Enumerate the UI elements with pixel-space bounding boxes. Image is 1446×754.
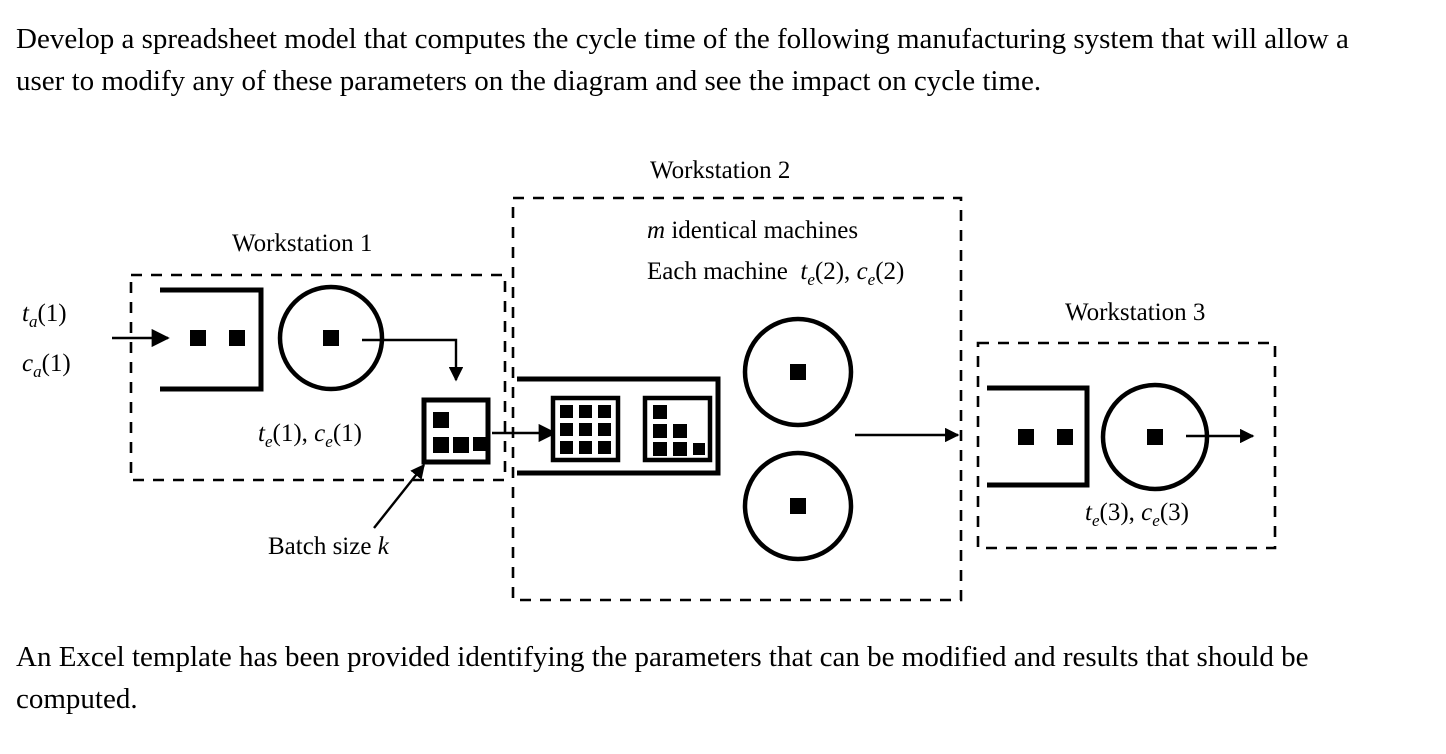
batch-job-square: [579, 405, 592, 418]
batch-job-square: [673, 442, 687, 456]
workstation2-queue-bracket: [517, 376, 721, 476]
batch-job-square: [433, 412, 449, 428]
batch-job-square: [653, 405, 667, 419]
workstation1-process-label: te(1), ce(1): [258, 420, 362, 451]
workstation2-title: Workstation 2: [650, 157, 791, 184]
manufacturing-system-diagram: ta(1) ca(1) Workstation 1 te(1), ce(1) B…: [0, 140, 1446, 620]
arrival-cv-label: ca(1): [22, 350, 71, 381]
machine-job-square: [790, 498, 806, 514]
batch-size-callout-arrow: [373, 463, 425, 529]
batch-job-square: [579, 441, 592, 454]
workstation2-machine-1: [742, 316, 854, 428]
workstation1-machine: [277, 284, 385, 392]
workstation2-process-label: Each machine te(2), ce(2): [647, 258, 905, 289]
workstation1-queue-bracket: [160, 287, 264, 392]
batch-job-square: [433, 437, 449, 453]
batch-job-square: [453, 437, 469, 453]
workstation3-boundary: [976, 341, 1277, 550]
workstation2-boundary: [511, 196, 963, 602]
batch-size-annotation: Batch size k: [268, 533, 389, 560]
diagram-svg: [112, 196, 1277, 602]
workstation3-queue-bracket: [987, 385, 1090, 488]
batch-job-square: [598, 405, 611, 418]
queue-job-square: [190, 330, 206, 346]
machine-job-square: [790, 364, 806, 380]
intro-paragraph: Develop a spreadsheet model that compute…: [16, 23, 1349, 97]
workstation1-title: Workstation 1: [232, 230, 373, 257]
batch-job-square: [598, 441, 611, 454]
workstation3-title: Workstation 3: [1065, 299, 1206, 326]
batch-job-square: [673, 424, 687, 438]
batch-job-square: [560, 441, 573, 454]
batch-job-square: [560, 405, 573, 418]
queue-job-square: [1057, 429, 1073, 445]
workstation1-boundary: [129, 273, 507, 482]
batch-job-square: [598, 423, 611, 436]
queue-job-square: [229, 330, 245, 346]
batch-job-square: [579, 423, 592, 436]
batch-job-square: [473, 437, 487, 451]
queue-job-square: [1018, 429, 1034, 445]
batch-job-square: [653, 442, 667, 456]
machine-job-square: [1147, 429, 1163, 445]
interarrival-time-label: ta(1): [22, 300, 67, 331]
workstation2-machine-count-label: m identical machines: [647, 217, 859, 244]
machine-job-square: [323, 330, 339, 346]
workstation1-to-batch-arrow: [362, 338, 464, 382]
batch-job-square: [693, 443, 705, 455]
workstation3-process-label: te(3), ce(3): [1085, 499, 1189, 530]
workstation2-machine-2: [742, 450, 854, 562]
closing-paragraph: An Excel template has been provided iden…: [16, 641, 1309, 715]
batch-job-square: [653, 424, 667, 438]
batch-job-square: [560, 423, 573, 436]
